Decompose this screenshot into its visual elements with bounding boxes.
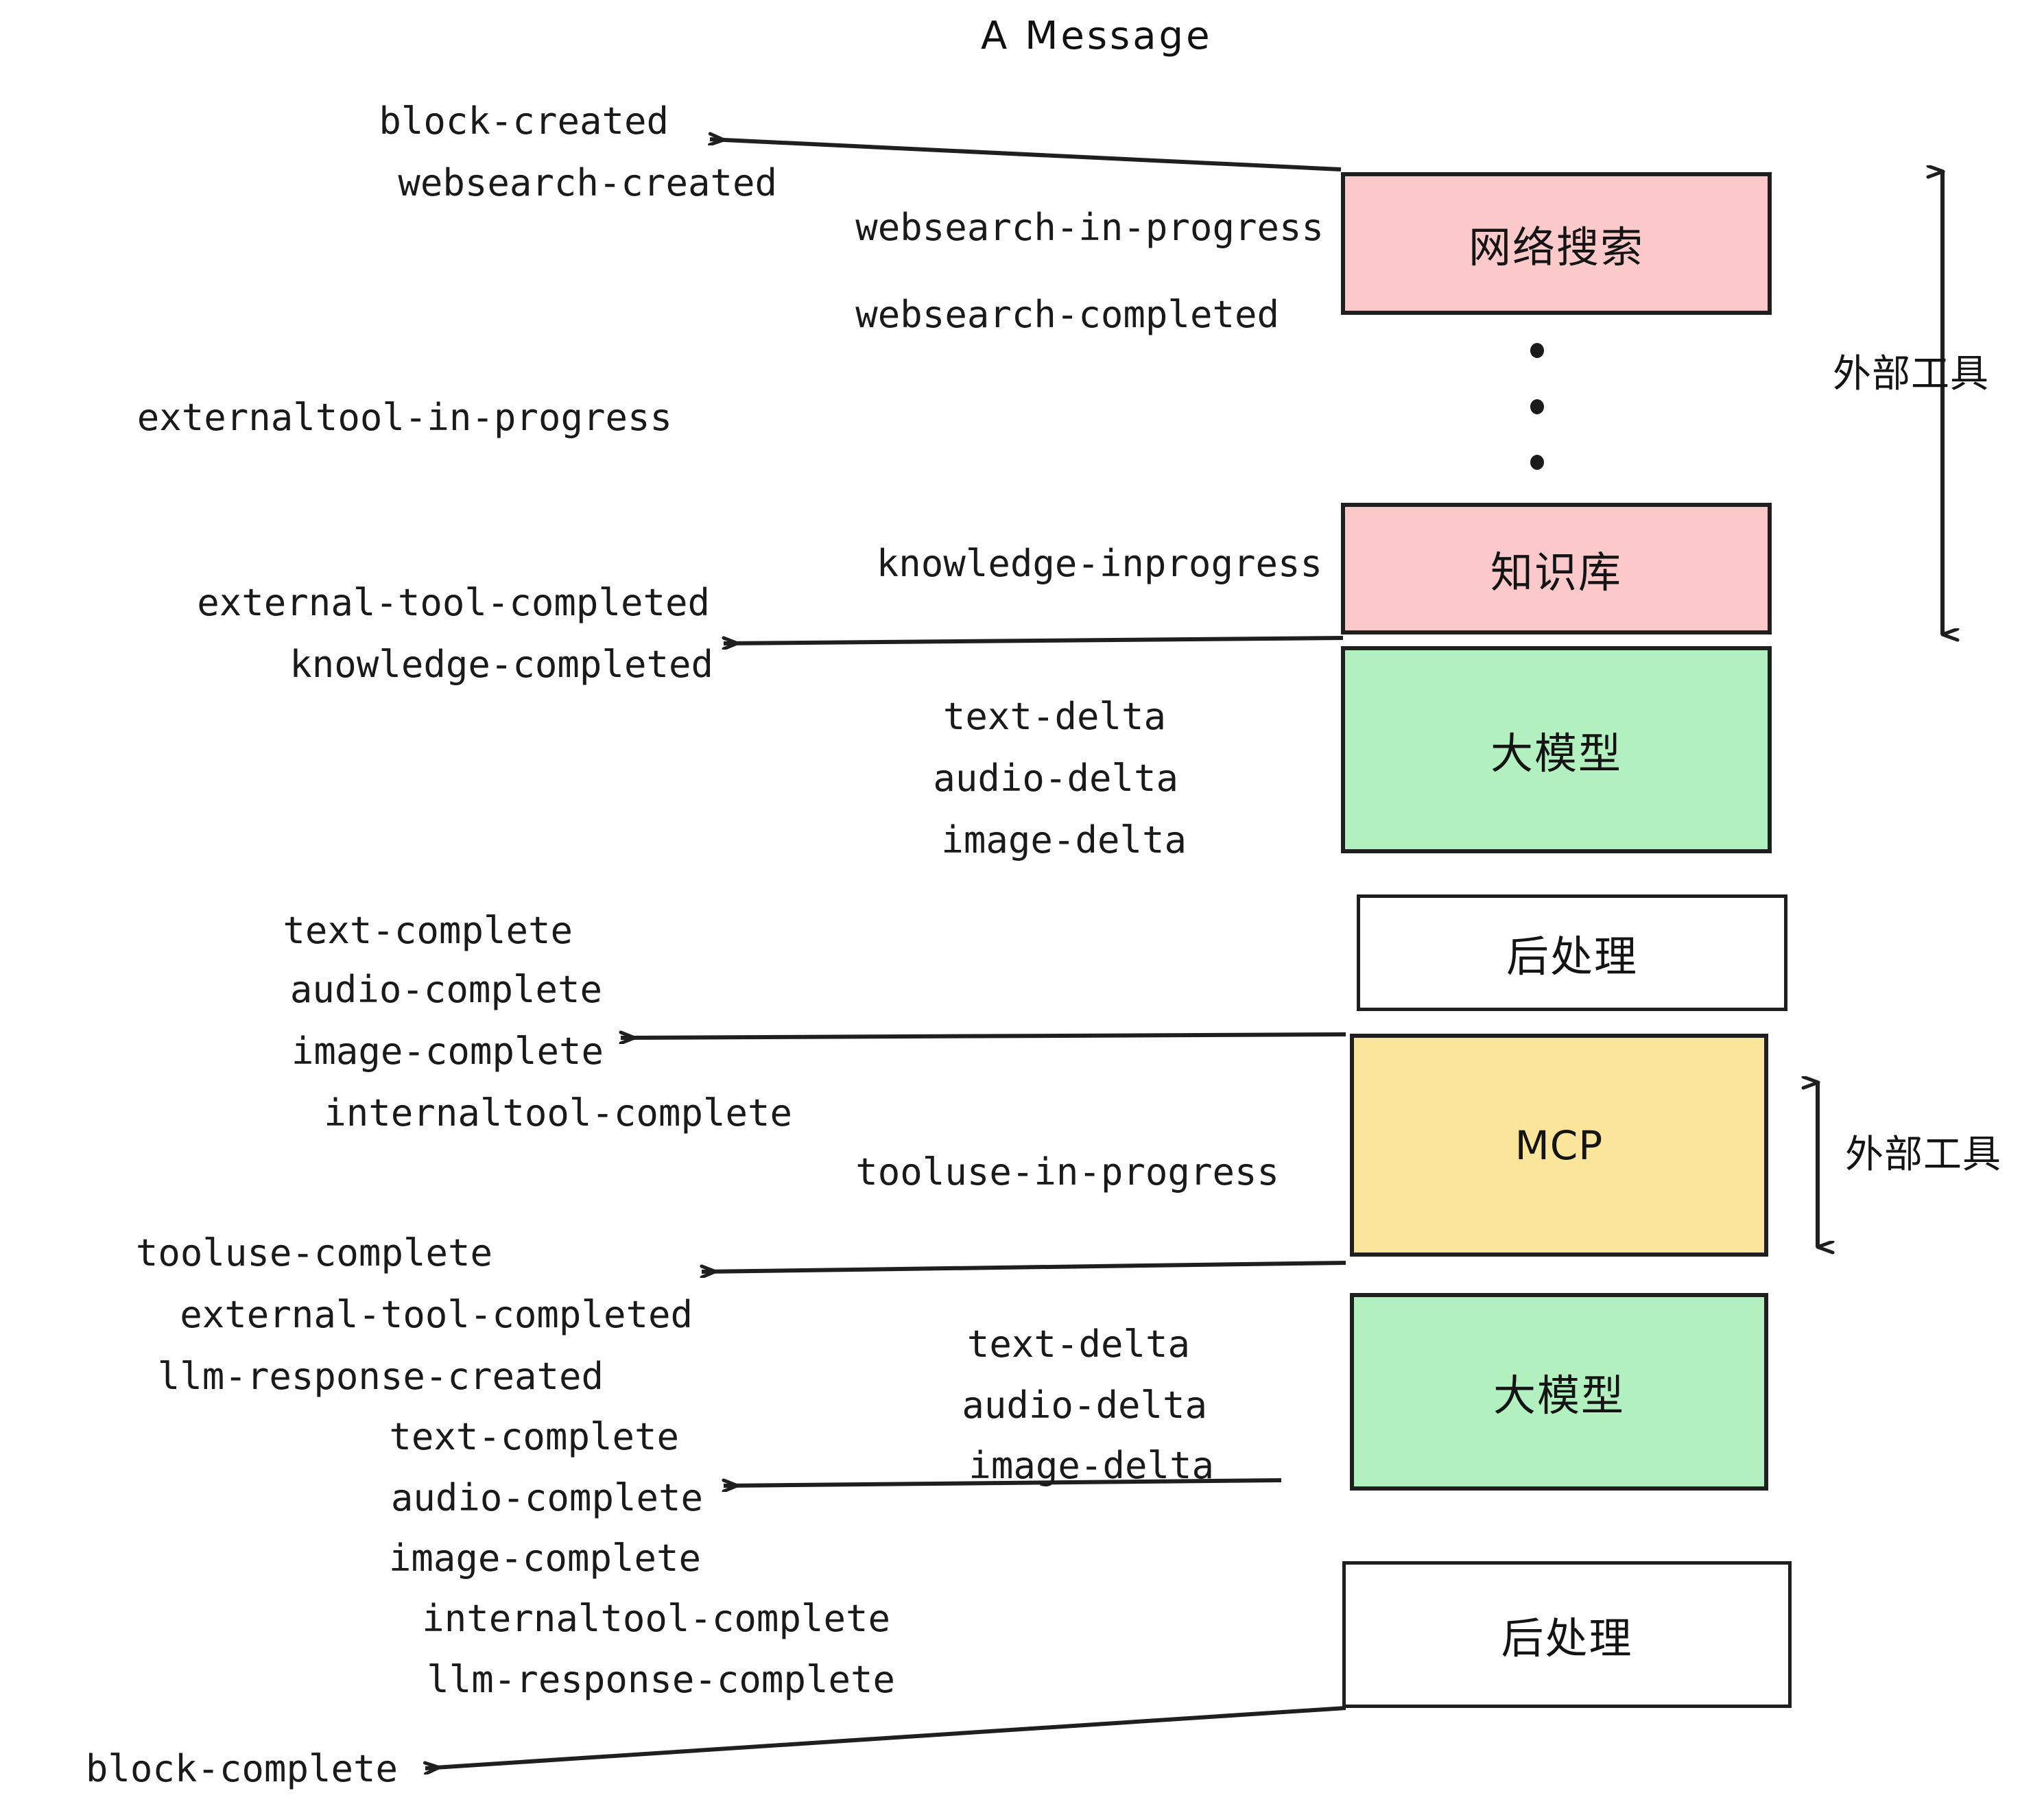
event-websearch-completed: websearch-completed [855,293,1279,336]
node-mcp-label: MCP [1514,1121,1604,1169]
event-internaltool-complete-1: internaltool-complete [324,1091,792,1135]
event-text-complete-1: text-complete [283,909,573,952]
event-text-complete-2: text-complete [389,1415,679,1458]
page-title: A Message [981,14,1213,58]
group-label-text: 外部工具 [1845,1132,2001,1177]
event-external-tool-completed-2: external-tool-completed [180,1293,693,1336]
event-llm-response-created: llm-response-created [157,1355,604,1398]
node-postprocess-top-label: 后处理 [1506,931,1638,982]
event-image-delta-2: image-delta [968,1444,1214,1487]
group-label-external-tools-bottom: 外部工具 [1845,1124,2001,1179]
arrow-knowledge-to-events [724,636,1344,643]
event-tooluse-complete: tooluse-complete [135,1231,492,1274]
ellipsis-dot [1530,455,1544,470]
event-external-tool-completed-1: external-tool-completed [197,581,710,624]
node-websearch-label: 网络搜索 [1468,222,1644,272]
arrow-mcp-to-events [702,1261,1346,1272]
arrow-websearch-to-events [710,139,1342,171]
event-audio-complete-2: audio-complete [390,1476,703,1519]
event-websearch-in-progress: websearch-in-progress [855,206,1324,249]
event-image-delta-1: image-delta [941,818,1187,862]
ellipsis-dot [1530,343,1544,358]
event-websearch-created: websearch-created [398,161,777,204]
node-knowledge-label: 知识库 [1490,547,1622,597]
group-label-text: 外部工具 [1833,352,1989,396]
arrow-post-bottom-to-events [425,1706,1346,1768]
event-knowledge-inprogress: knowledge-inprogress [876,542,1322,585]
event-internaltool-complete-2: internaltool-complete [422,1597,890,1640]
event-externaltool-in-progress: externaltool-in-progress [136,396,672,439]
event-tooluse-in-progress: tooluse-in-progress [855,1150,1279,1194]
node-postprocess-top[interactable]: 后处理 [1357,894,1787,1011]
event-audio-delta-2: audio-delta [962,1384,1207,1427]
event-text-delta-2: text-delta [966,1322,1190,1366]
group-label-external-tools-top: 外部工具 [1833,343,1989,399]
node-llm-top[interactable]: 大模型 [1341,646,1772,853]
node-llm-bottom-label: 大模型 [1493,1370,1625,1421]
node-llm-top-label: 大模型 [1490,728,1622,779]
node-knowledge[interactable]: 知识库 [1341,503,1772,634]
node-websearch[interactable]: 网络搜索 [1341,172,1772,315]
event-audio-complete-1: audio-complete [289,968,602,1011]
event-block-complete: block-complete [85,1747,398,1790]
event-knowledge-completed: knowledge-completed [289,643,713,686]
ellipsis-dot [1530,399,1544,414]
node-postprocess-bottom-label: 后处理 [1501,1613,1633,1663]
event-image-complete-1: image-complete [291,1030,604,1073]
event-audio-delta-1: audio-delta [933,757,1178,800]
node-llm-bottom[interactable]: 大模型 [1350,1293,1768,1491]
node-mcp[interactable]: MCP [1350,1034,1768,1257]
event-llm-response-complete: llm-response-complete [427,1658,895,1701]
event-image-complete-2: image-complete [388,1536,701,1580]
event-text-delta-1: text-delta [942,695,1166,738]
arrow-llm-top-to-events [621,1034,1346,1038]
vertical-ellipsis [1530,343,1545,470]
event-block-created: block-created [379,99,669,143]
node-postprocess-bottom[interactable]: 后处理 [1342,1561,1792,1708]
